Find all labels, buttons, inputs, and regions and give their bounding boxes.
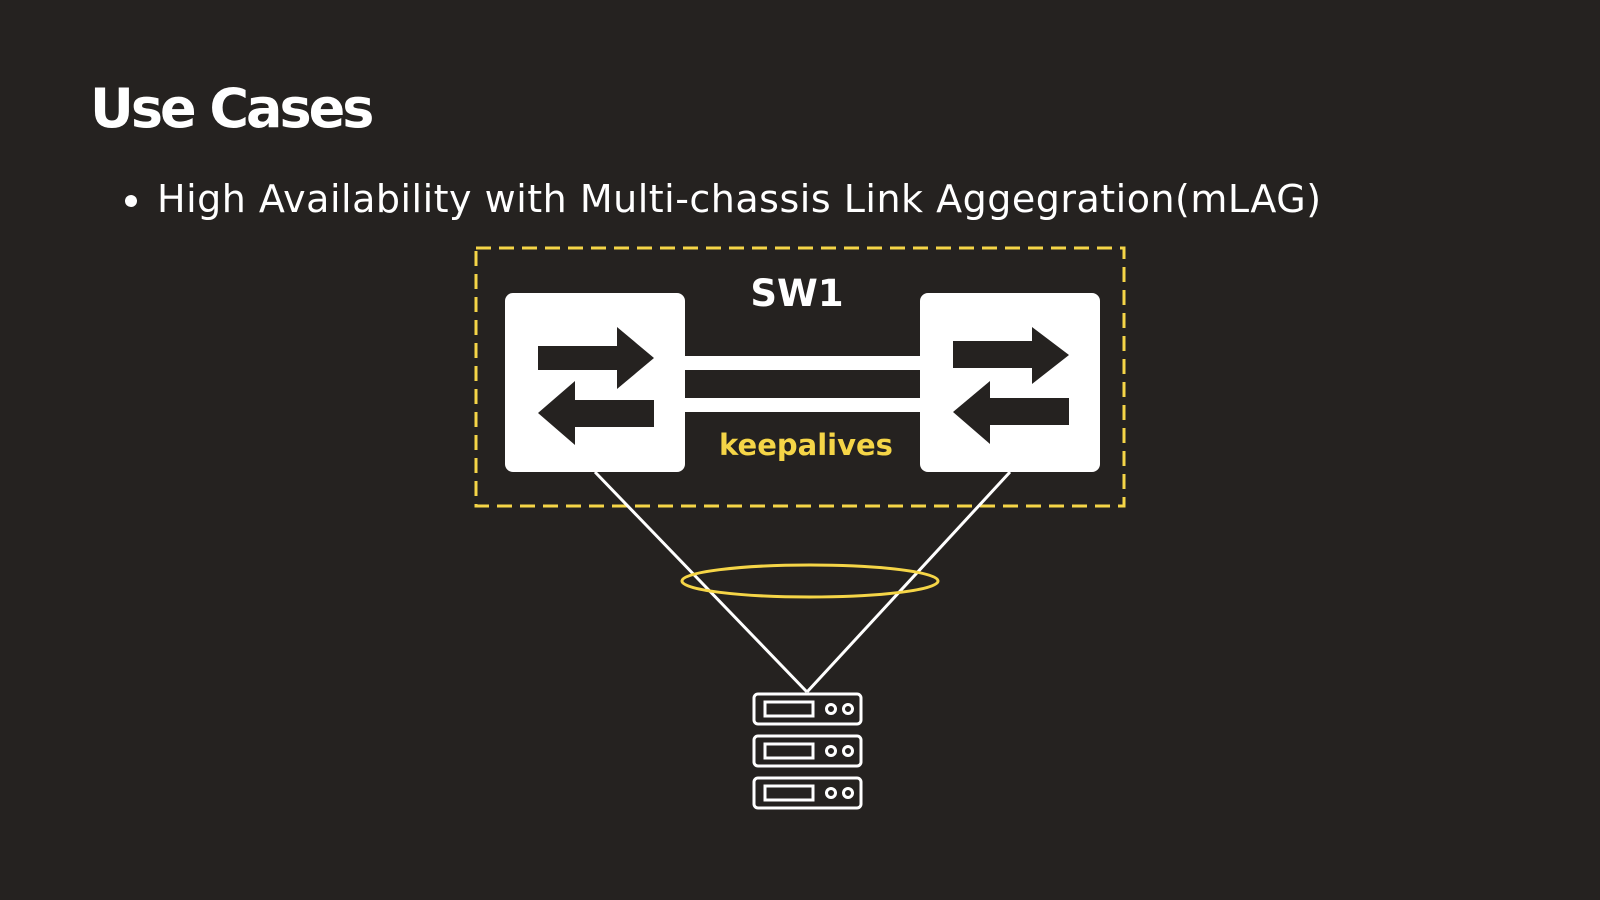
slide-title: Use Cases (90, 77, 374, 140)
server-rack-icon (752, 692, 863, 810)
switch-icon (505, 293, 685, 472)
switch-icon (920, 293, 1100, 472)
bullet-dot (125, 195, 137, 207)
peer-link-top (680, 356, 924, 370)
lag-bundle-ellipse (680, 563, 940, 599)
bullet-item: High Availability with Multi-chassis Lin… (125, 180, 1322, 218)
sw1-group-boundary (474, 246, 1126, 508)
keepalives-label: keepalives (719, 428, 893, 462)
peer-link-bottom (680, 398, 924, 412)
uplink-right (805, 470, 1012, 694)
uplink-left (593, 470, 809, 694)
sw1-label: SW1 (750, 272, 843, 315)
bullet-text: High Availability with Multi-chassis Lin… (157, 177, 1322, 221)
